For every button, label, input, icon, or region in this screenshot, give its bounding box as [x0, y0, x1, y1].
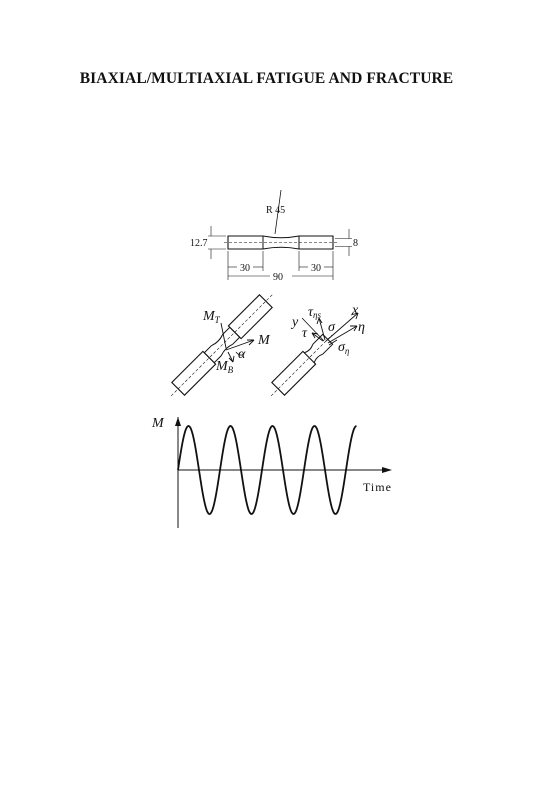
eta-label: η: [358, 320, 365, 335]
moment-label: M: [257, 333, 271, 348]
load-history-chart: [175, 417, 392, 528]
specimen-outline: [227, 235, 334, 250]
sigma-label: σ: [328, 320, 336, 335]
outer-diameter-label: 12.7: [190, 238, 208, 249]
running-title: BIAXIAL/MULTIAXIAL FATIGUE AND FRACTURE: [79, 70, 454, 87]
tau-eta-s-label: τηs: [308, 305, 321, 320]
y-axis-label: y: [290, 315, 299, 330]
left-length-label: 30: [240, 263, 250, 274]
right-length-label: 30: [311, 263, 321, 274]
torque-label: MT: [202, 309, 221, 325]
radius-leader: [274, 189, 282, 235]
sigma-eta-label: ση: [338, 340, 350, 356]
inner-diameter-label: 8: [353, 238, 358, 249]
combined-loading-diagram: [170, 293, 274, 397]
history-y-label: M: [151, 416, 165, 431]
specimen-drawing: [208, 189, 352, 280]
radius-label: R 45: [266, 205, 285, 216]
tau-label: τ: [302, 326, 308, 341]
bending-label: MB: [215, 359, 234, 375]
angle-label: α: [238, 347, 246, 362]
total-length-label: 90: [273, 272, 283, 283]
sine-wave: [177, 425, 357, 515]
history-x-label: Time: [363, 480, 392, 494]
stress-component-diagram: [270, 312, 359, 397]
x-axis-label: x: [351, 303, 359, 318]
